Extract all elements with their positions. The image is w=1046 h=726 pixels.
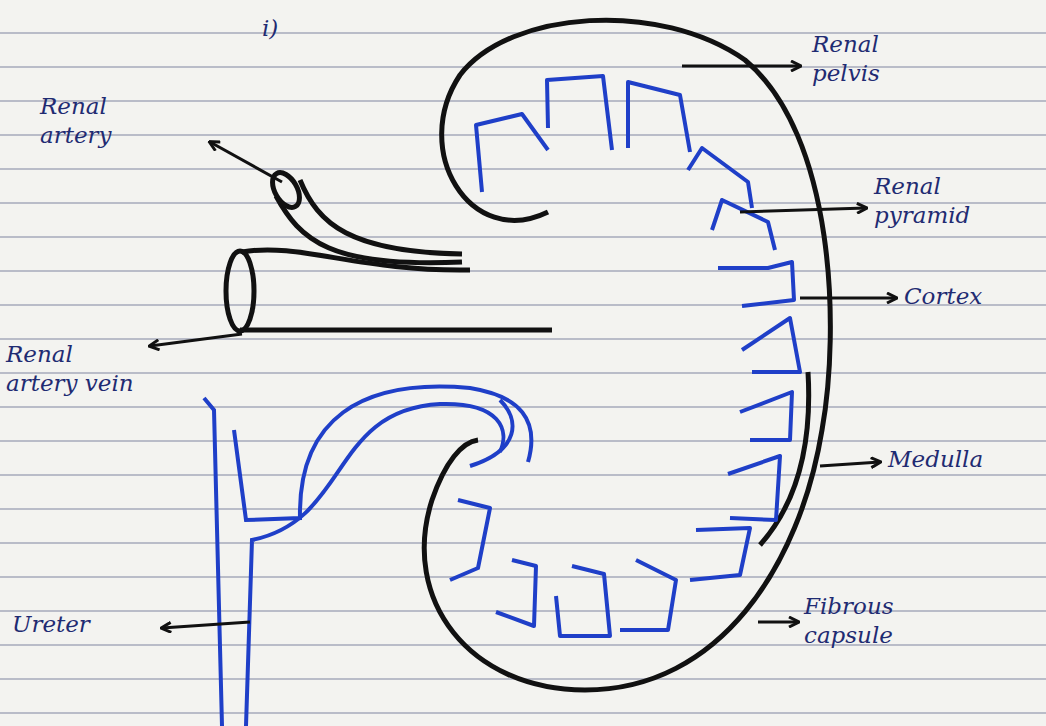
kidney-outline bbox=[424, 20, 830, 690]
part-label: Ureter bbox=[12, 610, 152, 639]
part-label: Cortex bbox=[904, 282, 1034, 311]
part-label: Renal pelvis bbox=[812, 30, 952, 88]
part-label: Renal artery bbox=[40, 92, 170, 150]
part-label: Medulla bbox=[888, 445, 1028, 474]
renal-vein-vessel bbox=[226, 250, 552, 331]
item-number: i) bbox=[262, 14, 322, 43]
renal-artery-vessel bbox=[267, 168, 462, 263]
leader-lines bbox=[150, 66, 896, 628]
renal-pyramids bbox=[450, 76, 800, 636]
part-label: Fibrous capsule bbox=[804, 592, 954, 650]
part-label: Renal artery vein bbox=[6, 340, 146, 398]
ureter-vessel bbox=[204, 387, 531, 726]
part-label: Renal pyramid bbox=[874, 172, 1024, 230]
